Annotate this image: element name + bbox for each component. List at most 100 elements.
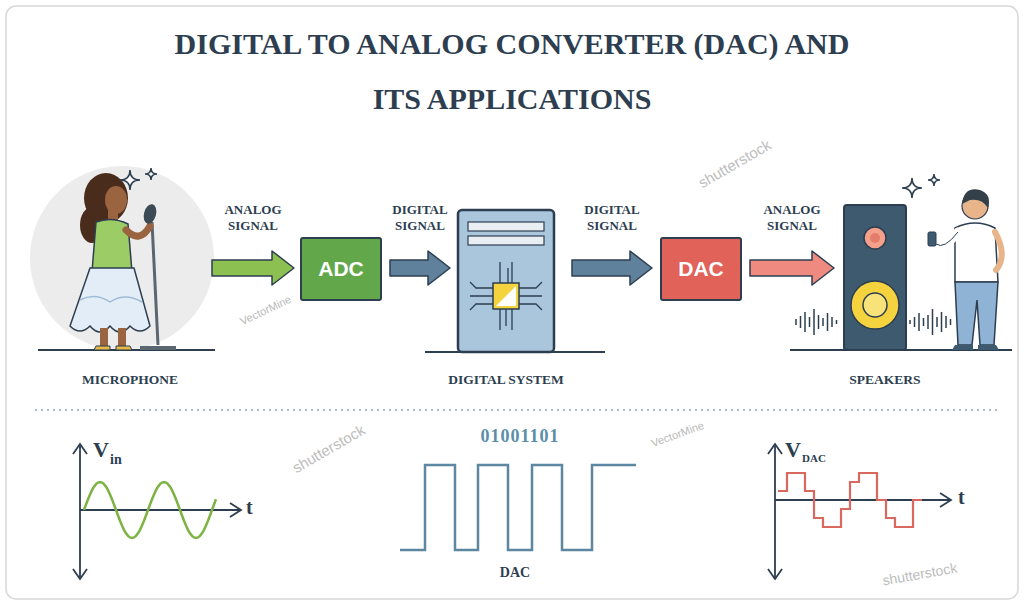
frame <box>6 6 1018 599</box>
node-caption: MICROPHONE <box>82 372 178 388</box>
stepped-dac-output <box>778 473 922 527</box>
speaker-and-listener-part <box>962 189 989 208</box>
input-graph-axes-part <box>73 444 87 579</box>
illustrated-node: DIGITAL SYSTEM <box>458 210 554 352</box>
signal-label: DIGITAL SIGNAL <box>378 202 462 234</box>
box-label: DAC <box>678 257 724 281</box>
speaker-and-listener-part-part <box>941 312 943 332</box>
speaker-and-listener-part-part <box>914 317 916 327</box>
singer-illustration-part <box>145 168 157 180</box>
node-caption: SPEAKERS <box>849 372 920 388</box>
arrow-body <box>390 251 450 285</box>
singer-illustration-part <box>126 226 150 236</box>
speaker-and-listener-part <box>928 174 940 186</box>
speaker-and-listener-part <box>902 178 922 198</box>
computer-tower-part <box>458 210 554 352</box>
singer-illustration-part <box>94 346 132 350</box>
signal-arrow <box>572 251 652 285</box>
computer-tower-part <box>468 236 544 245</box>
dac-caption: DAC <box>500 565 530 581</box>
output-graph-axes-part <box>768 444 782 579</box>
speaker-and-listener-part <box>936 232 958 246</box>
voltage-symbol: V <box>93 437 109 463</box>
speaker-and-listener-part <box>844 205 906 350</box>
speaker-and-listener-part-part <box>813 309 815 335</box>
speaker-and-listener-part-part <box>909 320 911 324</box>
box-label: ADC <box>318 257 364 281</box>
signal-label: DIGITAL SIGNAL <box>570 202 654 234</box>
speaker-and-listener-part-part <box>918 313 920 331</box>
computer-tower-part <box>493 283 519 309</box>
speaker-and-listener-part <box>936 232 958 246</box>
computer-tower-part-part <box>519 282 542 310</box>
arrow-body <box>750 251 834 285</box>
analog-sine-wave <box>84 482 216 538</box>
singer-illustration-part <box>70 268 150 332</box>
singer-illustration-part <box>142 203 159 225</box>
input-graph-axes-part <box>79 445 81 578</box>
speaker-and-listener-part <box>863 293 887 317</box>
output-graph-axes-part <box>775 499 950 501</box>
converter-box: DAC <box>660 237 742 301</box>
singer-illustration-part <box>152 222 158 345</box>
speaker-and-listener-part-part <box>927 315 929 329</box>
speaker-and-listener-part-part <box>809 317 811 327</box>
speaker-and-listener-part-part <box>950 319 952 325</box>
node-caption: DIGITAL SYSTEM <box>448 372 564 388</box>
speaker-and-listener-part <box>952 345 999 350</box>
speaker-and-listener-part-part <box>795 319 797 325</box>
input-graph-axes-part <box>80 509 240 511</box>
time-axis-label: t <box>958 486 965 509</box>
speaker-and-listener-part <box>928 232 936 246</box>
arrow-body <box>212 251 294 285</box>
voltage-symbol: V <box>785 437 801 463</box>
signal-label: ANALOG SIGNAL <box>750 202 834 234</box>
arrow-body <box>572 251 652 285</box>
output-graph-axes-part <box>940 493 951 507</box>
speaker-and-listener-part-part <box>800 316 802 328</box>
computer-tower <box>425 210 605 352</box>
speaker-and-listener-part-part <box>827 313 829 331</box>
converter-box: ADC <box>300 237 382 301</box>
voltage-subscript: DAC <box>802 452 826 464</box>
singer-illustration-part <box>100 328 108 346</box>
speaker-and-listener-part-part <box>932 309 934 335</box>
signal-arrow <box>750 251 834 285</box>
voltage-subscript: in <box>110 452 122 468</box>
speaker-and-listener-part-part <box>945 316 947 328</box>
speaker-and-listener-part-part <box>923 318 925 326</box>
singer-illustration-part <box>140 346 176 350</box>
digital-square-wave <box>400 465 636 550</box>
signal-arrow <box>390 251 450 285</box>
speaker-and-listener-part-part <box>822 318 824 326</box>
illustrated-node: MICROPHONE <box>40 160 208 350</box>
singer-illustration-part <box>30 166 214 350</box>
speaker-and-listener-part <box>870 233 880 243</box>
singer-illustration-part <box>120 170 140 190</box>
speaker-and-listener-part <box>864 227 886 249</box>
singer-illustration-part <box>118 328 126 346</box>
speaker-and-listener-part <box>955 282 998 345</box>
output-graph-axes <box>768 444 951 579</box>
speaker-and-listener-part <box>851 281 899 329</box>
signal-arrow <box>212 251 294 285</box>
computer-tower-part-part <box>470 282 493 310</box>
computer-tower-part <box>470 262 542 330</box>
speaker-and-listener-part-part <box>804 312 806 332</box>
input-graph-axes <box>73 444 241 579</box>
binary-code: 01001101 <box>480 426 559 447</box>
time-axis-label: t <box>246 496 253 519</box>
computer-tower-part <box>468 222 544 231</box>
speaker-and-listener-part <box>995 232 1002 270</box>
illustrated-node: SPEAKERS <box>842 190 1012 350</box>
speaker-and-listener-part-part <box>836 320 838 324</box>
speaker-and-listener-part-part <box>831 317 833 327</box>
computer-tower-part <box>496 286 516 306</box>
input-graph-axes-part <box>230 503 241 517</box>
signal-label: ANALOG SIGNAL <box>211 202 295 234</box>
separator-line <box>35 409 1000 411</box>
speaker-and-listener-part-part <box>818 315 820 329</box>
output-graph-axes-part <box>774 445 776 578</box>
title: DIGITAL TO ANALOG CONVERTER (DAC) AND IT… <box>152 16 872 126</box>
